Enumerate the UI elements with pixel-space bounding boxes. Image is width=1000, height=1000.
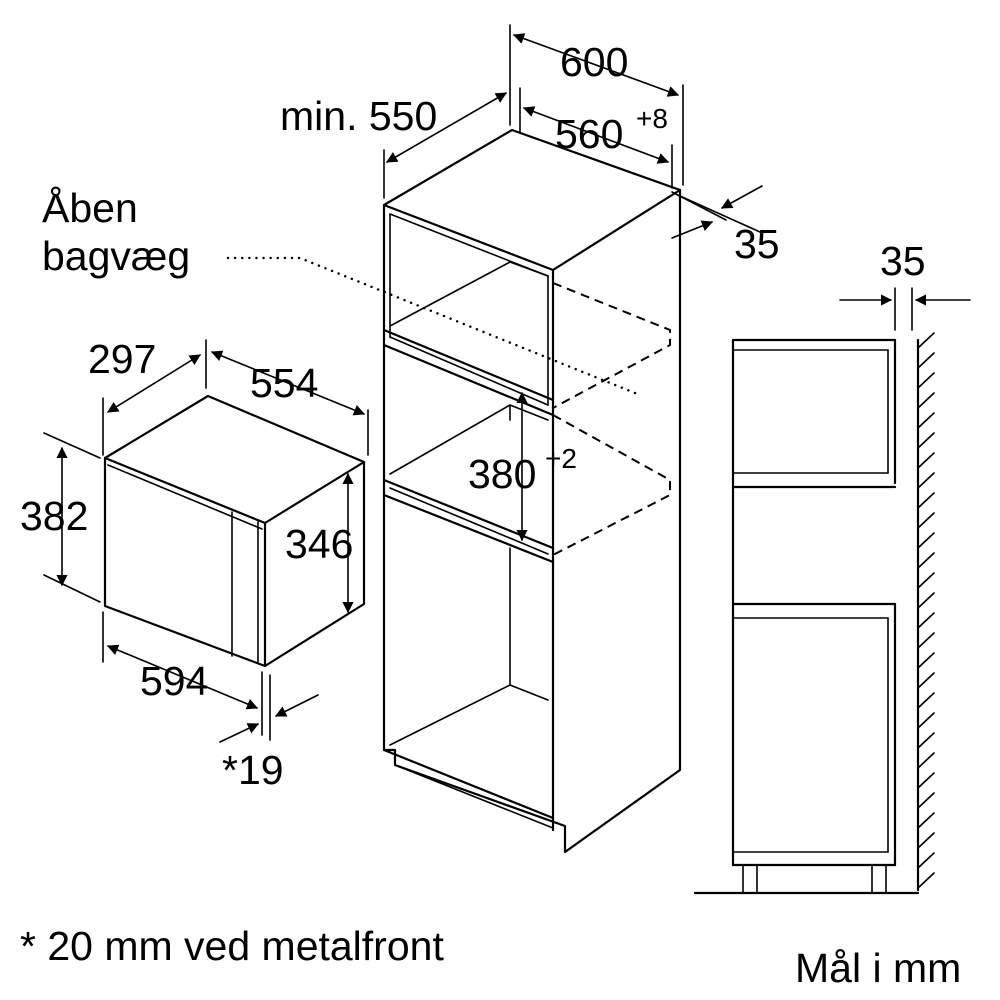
label-594: 594	[140, 658, 208, 704]
dim-19	[219, 694, 319, 743]
label-560: 560	[555, 111, 623, 157]
shelf-outline-dashed	[552, 282, 671, 556]
label-382: 382	[20, 493, 88, 539]
label-19: *19	[222, 747, 284, 793]
side-view-cabinet	[693, 332, 935, 895]
microwave-appliance	[103, 394, 366, 668]
dim-35-top	[671, 185, 763, 239]
dim-382	[43, 432, 101, 603]
label-min-550: min. 550	[280, 93, 437, 139]
label-open-back-2: bagvæg	[42, 233, 190, 279]
units-note: Mål i mm	[795, 945, 961, 991]
label-35-side: 35	[880, 238, 926, 284]
dim-554	[210, 350, 369, 456]
label-600: 600	[560, 39, 628, 85]
open-back-leader	[226, 256, 642, 397]
footnote: * 20 mm ved metalfront	[20, 923, 444, 969]
dim-297	[102, 339, 207, 456]
label-560-tolerance: +8	[636, 103, 668, 134]
wall-hatching	[917, 332, 935, 889]
label-297: 297	[88, 336, 156, 382]
label-554: 554	[250, 360, 318, 406]
label-346: 346	[285, 521, 353, 567]
dim-min-550	[383, 92, 507, 199]
label-open-back-1: Åben	[42, 185, 138, 231]
label-380: 380	[468, 451, 536, 497]
label-380-tolerance: +2	[545, 443, 577, 474]
dim-594	[102, 611, 271, 741]
label-35-top: 35	[734, 221, 780, 267]
dim-35-side	[839, 287, 971, 331]
dim-560	[519, 87, 673, 189]
dim-600	[509, 24, 684, 186]
